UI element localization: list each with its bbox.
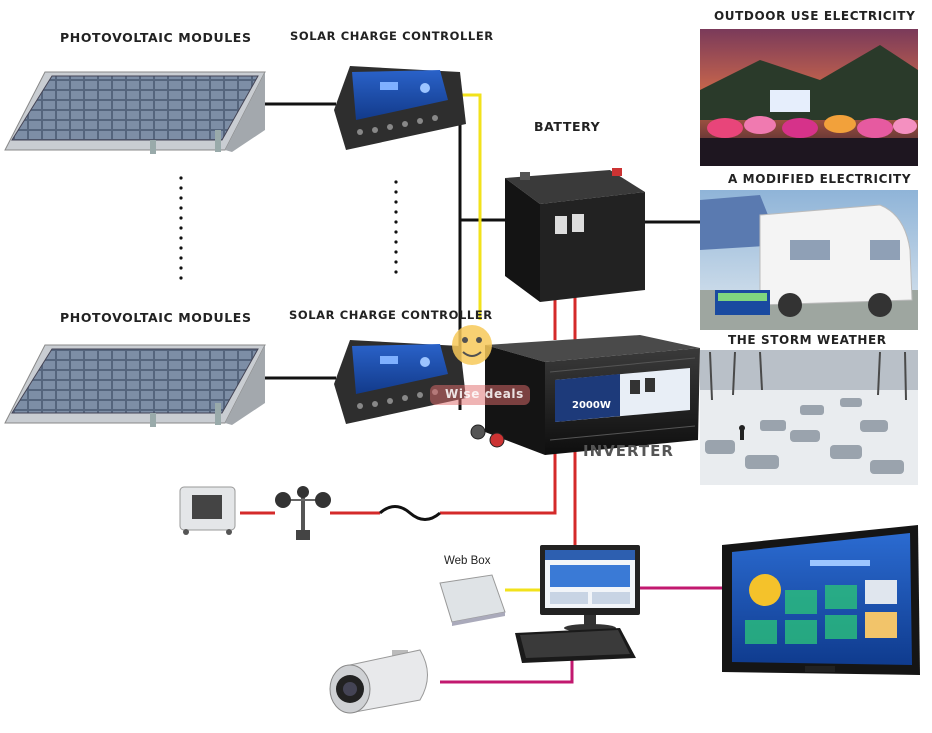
security-camera [329, 649, 428, 714]
red-wires [240, 296, 577, 545]
black-wires [262, 102, 700, 410]
anemometer [275, 486, 331, 540]
web-box-label: Web Box [444, 555, 491, 567]
outdoor-label: OUTDOOR USE ELECTRICITY [714, 9, 916, 23]
rv-photo [700, 190, 918, 330]
inverter-label: INVERTER [583, 442, 674, 460]
storm-label: THE STORM WEATHER [728, 333, 887, 347]
modified-label: A MODIFIED ELECTRICITY [728, 172, 912, 186]
weather-sensor-box [179, 486, 236, 535]
pv-modules-bottom-label: PHOTOVOLTAIC MODULES [60, 310, 252, 325]
pv-module-top [4, 71, 266, 154]
battery [505, 168, 645, 302]
pv-modules-top-label: PHOTOVOLTAIC MODULES [60, 30, 252, 45]
outdoor-photo [700, 29, 918, 166]
storm-photo [700, 350, 918, 485]
web-box [439, 574, 506, 626]
temperature-probe [379, 505, 441, 521]
wire-red-sensor [440, 445, 557, 515]
wise-deals-watermark [430, 325, 530, 405]
controller-top-label: SOLAR CHARGE CONTROLLER [290, 29, 494, 43]
watermark-text: Wise deals [445, 387, 524, 401]
yellow-wires [455, 93, 540, 592]
charge-controller-bottom [334, 340, 466, 424]
wire-yellow-controller [455, 93, 482, 320]
desktop-computer [515, 545, 640, 663]
pv-module-bottom [4, 344, 266, 427]
dotted-separators [179, 176, 398, 280]
monitoring-display [722, 525, 920, 675]
inverter [470, 335, 700, 455]
battery-label: BATTERY [534, 119, 601, 134]
inverter-badge: 2000W [572, 400, 611, 411]
charge-controller-top [334, 66, 466, 150]
controller-bottom-label: SOLAR CHARGE CONTROLLER [289, 308, 493, 322]
